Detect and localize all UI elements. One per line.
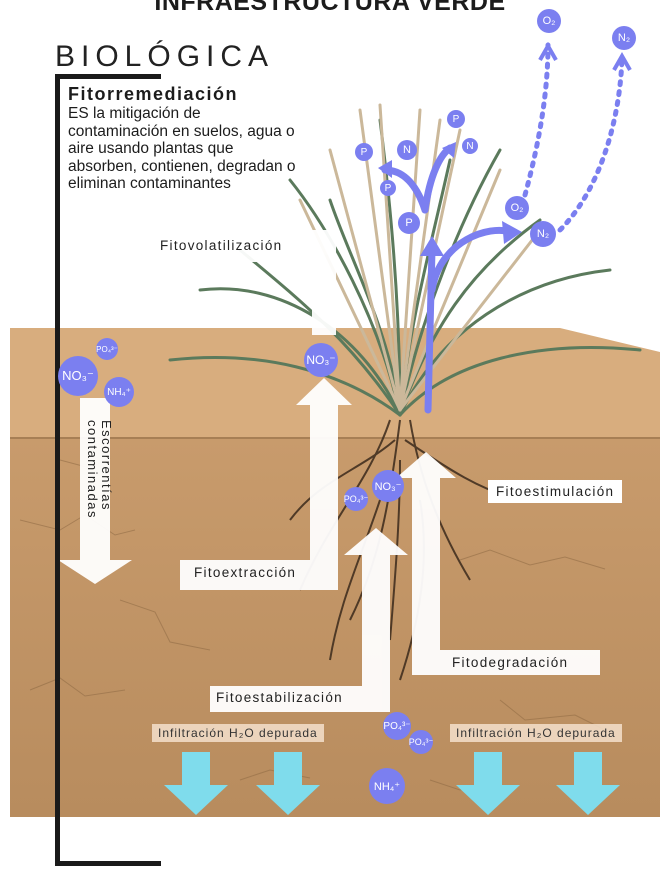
molecule-nh4-runoff: NH₄⁺: [104, 377, 134, 407]
molecule-p: P: [355, 143, 373, 161]
definition-text: ES la mitigación de contaminación en sue…: [68, 105, 298, 193]
molecule-po4-deep: PO₄³⁻: [409, 730, 433, 754]
molecule-po4-runoff: PO₄³⁻: [96, 338, 118, 360]
molecule-nh4-deep: NH₄⁺: [369, 768, 405, 804]
molecule-no3-runoff: NO₃⁻: [58, 356, 98, 396]
label-fitovolatilizacion: Fitovolatilización: [160, 238, 282, 253]
definition-term: Fitorremediación: [68, 84, 238, 105]
page-title: INFRAESTRUCTURA VERDE: [0, 0, 660, 17]
molecule-n2-top: N₂: [612, 26, 636, 50]
molecule-po4-root: PO₄³⁻: [344, 487, 368, 511]
molecule-p: P: [380, 180, 396, 196]
label-fitoestimulacion: Fitoestimulación: [488, 480, 622, 503]
molecule-n2: N₂: [530, 221, 556, 247]
molecule-n: N: [462, 138, 478, 154]
section-title: BIOLÓGICA: [55, 40, 274, 74]
label-runoff: Escorrentías contaminadas: [85, 420, 113, 560]
molecule-o2: O₂: [505, 196, 529, 220]
molecule-po4-deep: PO₄³⁻: [383, 712, 411, 740]
label-fitodegradacion: Fitodegradación: [452, 655, 568, 670]
molecule-p: P: [447, 110, 465, 128]
gas-release-dots: [525, 45, 622, 230]
molecule-p: P: [398, 212, 420, 234]
label-infiltration-right: Infiltración H₂O depurada: [450, 724, 622, 742]
molecule-n: N: [397, 140, 417, 160]
molecule-no3-leaf: NO₃⁻: [304, 343, 338, 377]
label-fitoestabilizacion: Fitoestabilización: [216, 690, 343, 705]
label-infiltration-left: Infiltración H₂O depurada: [152, 724, 324, 742]
molecule-o2-top: O₂: [537, 9, 561, 33]
gas-arrowheads: [540, 46, 630, 70]
fitovolatilizacion-arrow: [92, 216, 336, 335]
molecule-no3-root: NO₃⁻: [372, 470, 404, 502]
label-fitoextraccion: Fitoextracción: [194, 565, 296, 580]
